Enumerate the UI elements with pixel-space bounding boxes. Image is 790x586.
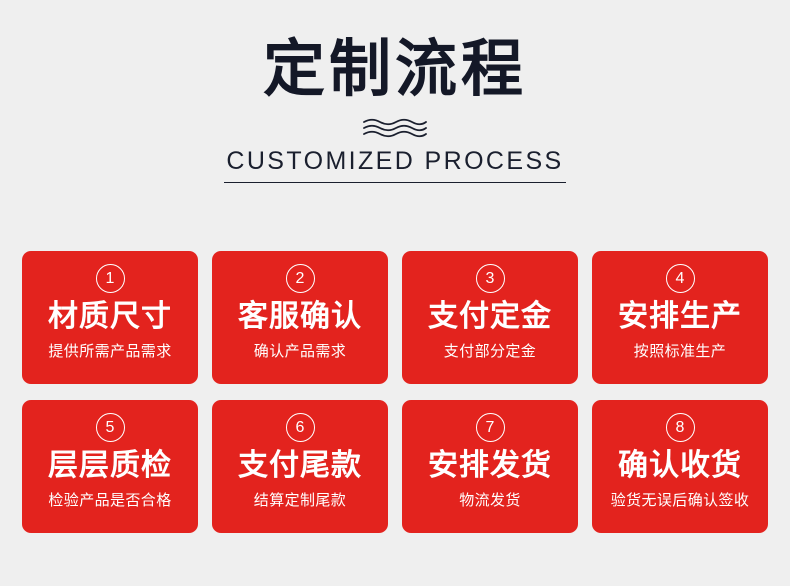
step-title: 安排生产 (618, 299, 742, 334)
step-description: 提供所需产品需求 (48, 341, 172, 360)
step-number-badge: 5 (95, 413, 125, 442)
step-number-badge: 2 (285, 264, 315, 293)
step-description: 确认产品需求 (253, 341, 347, 360)
step-title: 确认收货 (618, 448, 742, 483)
process-step-card-3[interactable]: 3 支付定金 支付部分定金 (402, 251, 578, 384)
process-step-card-7[interactable]: 7 安排发货 物流发货 (402, 400, 578, 533)
page-subtitle: CUSTOMIZED PROCESS (224, 147, 566, 183)
wave-divider-icon (363, 118, 427, 138)
step-title: 材质尺寸 (48, 299, 172, 334)
process-step-card-6[interactable]: 6 支付尾款 结算定制尾款 (212, 400, 388, 533)
step-description: 检验产品是否合格 (48, 490, 172, 509)
step-description: 物流发货 (459, 490, 521, 509)
subtitle-wrapper: CUSTOMIZED PROCESS (224, 147, 566, 183)
step-title: 支付尾款 (238, 448, 362, 483)
step-title: 客服确认 (238, 299, 362, 334)
step-title: 安排发货 (428, 448, 552, 483)
step-description: 结算定制尾款 (253, 490, 347, 509)
banner-header: 定制流程 CUSTOMIZED PROCESS (0, 0, 790, 183)
step-title: 支付定金 (428, 299, 552, 334)
step-number-badge: 6 (285, 413, 315, 442)
process-step-card-4[interactable]: 4 安排生产 按照标准生产 (592, 251, 768, 384)
process-step-card-1[interactable]: 1 材质尺寸 提供所需产品需求 (22, 251, 198, 384)
step-number-badge: 7 (475, 413, 505, 442)
step-description: 支付部分定金 (443, 341, 537, 360)
page-title: 定制流程 (262, 32, 527, 105)
step-description: 按照标准生产 (633, 341, 727, 360)
step-number-badge: 3 (475, 264, 505, 293)
process-steps-grid: 1 材质尺寸 提供所需产品需求 2 客服确认 确认产品需求 3 支付定金 支付部… (22, 251, 768, 533)
step-description: 验货无误后确认签收 (610, 490, 750, 509)
step-number-badge: 4 (665, 264, 695, 293)
step-number-badge: 1 (95, 264, 125, 293)
process-step-card-2[interactable]: 2 客服确认 确认产品需求 (212, 251, 388, 384)
step-title: 层层质检 (48, 448, 172, 483)
step-number-badge: 8 (665, 413, 695, 442)
process-step-card-8[interactable]: 8 确认收货 验货无误后确认签收 (592, 400, 768, 533)
process-step-card-5[interactable]: 5 层层质检 检验产品是否合格 (22, 400, 198, 533)
